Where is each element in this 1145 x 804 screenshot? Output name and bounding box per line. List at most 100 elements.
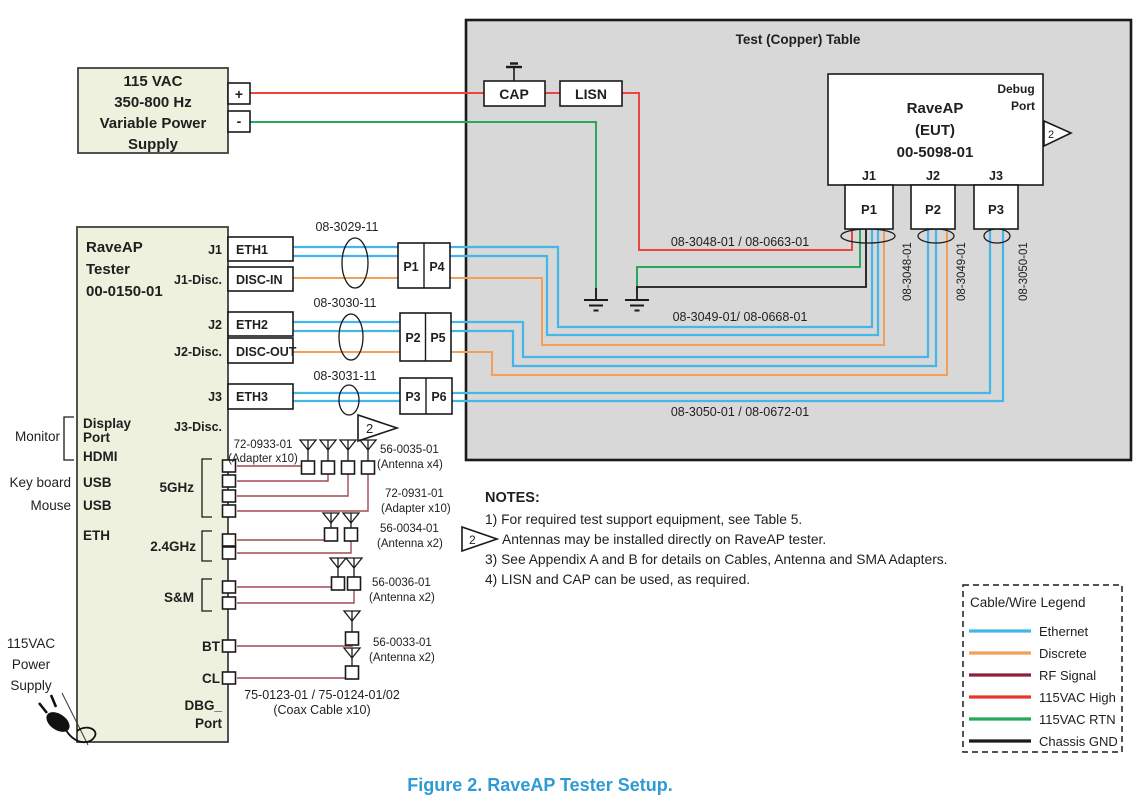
legend-outline <box>962 584 1123 753</box>
tester-connectors: ETH1 DISC-IN ETH2 DISC-OUT ETH3 <box>227 236 297 410</box>
tester-io-usb2: USB <box>83 498 112 513</box>
wire-115vac-rtn-psu <box>250 121 597 300</box>
note-2: Antennas may be installed directly on Ra… <box>502 532 826 547</box>
tester-name1: RaveAP <box>86 239 143 256</box>
port-bt <box>221 639 237 653</box>
pair-p1-label: P1 <box>403 260 418 274</box>
port-cl <box>221 671 237 685</box>
ground-icon-2 <box>625 299 649 312</box>
tester-io-hdmi: HDMI <box>83 449 118 464</box>
antennas-24ghz <box>321 512 361 542</box>
wires <box>237 92 1005 679</box>
eut-debug-line2: Port <box>1011 99 1035 113</box>
bracket-sm <box>201 578 212 612</box>
cable-wire-legend: Cable/Wire Legend Ethernet Discrete RF S… <box>962 584 1123 753</box>
lisn-box: LISN <box>559 80 623 107</box>
antennas-sm <box>328 557 364 591</box>
psu-line1: 115 VAC <box>124 73 183 90</box>
wire-115vac-rtn-eut <box>636 229 861 290</box>
port-sm-2 <box>221 596 237 610</box>
eut-jack-j2: J2 <box>926 169 940 183</box>
cable-wrap-eth1 <box>341 237 369 289</box>
wire-rf-5g-4 <box>237 474 369 512</box>
psu-line4: Supply <box>128 136 179 153</box>
tester-jack-j3: J3 <box>208 390 222 404</box>
conn-disc-in <box>227 266 294 292</box>
keyboard-label: Key board <box>9 475 71 490</box>
conn-eth1 <box>227 236 294 262</box>
wire-rf-5g-3 <box>237 474 349 497</box>
note-1: 1) For required test support equipment, … <box>485 512 802 527</box>
tester-outline <box>76 226 229 743</box>
part-antenna-24-2: (Antenna x2) <box>377 538 443 550</box>
wire-rf-5g-2 <box>237 474 329 482</box>
part-antenna-5g-2: (Antenna x4) <box>377 459 443 471</box>
psu-plus-terminal <box>227 82 251 105</box>
port-5g-1 <box>221 459 237 473</box>
monitor-label: Monitor <box>15 429 61 444</box>
cable-eth3-label: 08-3031-11 <box>313 369 376 383</box>
tester-io-eth: ETH <box>83 528 110 543</box>
figure-caption: Figure 2. RaveAP Tester Setup. <box>407 775 672 795</box>
legend-label-discrete: Discrete <box>1039 646 1087 661</box>
wire-rf-bt <box>237 645 353 647</box>
part-coax-2: (Coax Cable x10) <box>273 703 370 717</box>
sma-adapter <box>344 631 360 646</box>
sma-adapter <box>300 460 316 475</box>
pair-p3-label: P3 <box>405 390 420 404</box>
conn-eth1-label: ETH1 <box>236 243 268 257</box>
wire-eth3-a <box>293 229 992 395</box>
raveap-eut: RaveAP (EUT) 00-5098-01 Debug Port J1 J2… <box>827 73 1073 230</box>
sma-adapter <box>323 527 339 542</box>
legend-label-rf: RF Signal <box>1039 668 1096 683</box>
eut-plug-p3-label: P3 <box>988 202 1004 217</box>
delta-marker-eut-label: 2 <box>1048 129 1054 141</box>
notes: NOTES: 1) For required test support equi… <box>461 490 948 587</box>
pair-p6-label: P6 <box>431 390 446 404</box>
notes-title: NOTES: <box>485 490 540 506</box>
pair-p4-label: P4 <box>429 260 444 274</box>
tester-jack-j3disc: J3-Disc. <box>174 420 222 434</box>
delta-marker-note-label: 2 <box>469 533 476 547</box>
port-5g-4 <box>221 504 237 518</box>
port-5g-3 <box>221 489 237 503</box>
cable-run-p3-label: 08-3050-01 / 08-0672-01 <box>671 405 809 419</box>
sma-adapter <box>346 576 362 591</box>
legend-label-vac-rtn: 115VAC RTN <box>1039 712 1116 727</box>
pair-p5-label: P5 <box>430 331 445 345</box>
bracket-5ghz <box>201 458 212 518</box>
eut-outline <box>827 73 1044 186</box>
lisn-label: LISN <box>575 86 607 102</box>
cable-eth2-label: 08-3030-11 <box>313 296 376 310</box>
cap-label: CAP <box>499 86 529 102</box>
port-24g-2 <box>221 546 237 560</box>
cable-run-p2-label: 08-3049-01/ 08-0668-01 <box>673 310 808 324</box>
eut-plug-p3 <box>973 184 1019 230</box>
wire-disc-in <box>293 229 885 346</box>
ground-icon-1 <box>584 288 608 312</box>
tester-name2: Tester <box>86 261 130 278</box>
bundle-label-p2: 08-3049-01 <box>956 242 968 301</box>
part-antenna-sm-2: (Antenna x2) <box>369 592 435 604</box>
conn-eth2-label: ETH2 <box>236 318 268 332</box>
tester-jack-j2: J2 <box>208 318 222 332</box>
wall-power-1: 115VAC <box>7 636 56 651</box>
antenna-bt <box>342 610 362 646</box>
sma-adapter <box>330 576 346 591</box>
part-adapter-b-2: (Adapter x10) <box>381 503 451 515</box>
eut-debug-line1: Debug <box>997 82 1034 96</box>
cap-ground-icon <box>506 62 522 81</box>
part-antenna-bt-2: (Antenna x2) <box>369 652 435 664</box>
psu-line3: Variable Power <box>100 115 207 132</box>
sma-adapter <box>360 460 376 475</box>
psu-outline <box>77 67 229 154</box>
bracket-24ghz <box>201 530 212 562</box>
pair-connectors: P1 P4 P2 P5 P3 P6 <box>397 242 453 415</box>
wire-rf-24g-2 <box>237 541 352 554</box>
eut-jack-j3: J3 <box>989 169 1003 183</box>
pair-p2-label: P2 <box>405 331 420 345</box>
tester-io-display: Display <box>83 416 132 431</box>
part-antenna-bt-1: 56-0033-01 <box>373 637 432 649</box>
